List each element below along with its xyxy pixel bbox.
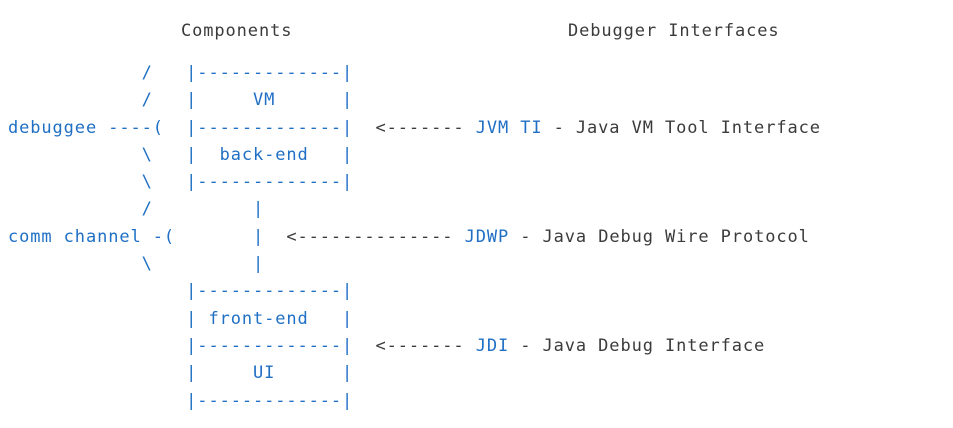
interface-expansion: - Java Debug Wire Protocol: [509, 226, 810, 247]
components-column-heading: Components: [181, 21, 293, 41]
component-column-text: [8, 281, 186, 301]
interface-abbreviation: JVM TI: [475, 117, 543, 138]
row-link-1: / |: [8, 196, 821, 223]
box-column-text: |-------------|: [186, 63, 354, 83]
component-column-text: \: [8, 144, 187, 165]
interface-arrow: <-------: [353, 335, 476, 356]
interface-expansion: - Java VM Tool Interface: [542, 117, 821, 138]
ascii-art-canvas: / |-------------| / | VM |debuggee ----(…: [8, 60, 821, 415]
row-debuggee: debuggee ----( |-------------| <------- …: [8, 115, 821, 142]
interface-abbreviation: JDI: [475, 335, 510, 356]
interface-abbreviation: JDWP: [464, 226, 510, 247]
row-comm-channel: comm channel -( | <-------------- JDWP -…: [8, 224, 821, 251]
row-box-top-vm: / |-------------|: [8, 60, 821, 87]
row-ui-label: | UI |: [8, 360, 821, 387]
interface-arrow: <-------: [353, 117, 476, 138]
interface-expansion: - Java Debug Interface: [509, 335, 766, 356]
row-frontend-label: | front-end |: [8, 306, 821, 333]
component-column-text: [8, 309, 186, 329]
box-column-text: | VM |: [186, 90, 354, 111]
box-column-text: |-------------|: [186, 281, 354, 302]
row-box-bottom-ui: |-------------|: [8, 388, 821, 415]
row-box-bottom-backend: \ |-------------|: [8, 169, 821, 196]
component-column-text: debuggee ----(: [8, 117, 187, 138]
component-column-text: [8, 363, 186, 383]
interface-arrow: <--------------: [286, 226, 465, 247]
component-column-text: [8, 391, 186, 411]
row-box-mid-ui: |-------------| <------- JDI - Java Debu…: [8, 333, 821, 360]
row-box-top-frontend: |-------------|: [8, 278, 821, 305]
box-column-text: |-------------|: [186, 172, 354, 193]
box-column-text: |: [186, 226, 287, 247]
component-column-text: [8, 336, 186, 356]
component-column-text: \: [8, 172, 187, 193]
box-column-text: |: [186, 254, 354, 275]
row-vm-label: / | VM |: [8, 87, 821, 114]
row-backend-label: \ | back-end |: [8, 142, 821, 169]
box-column-text: |-------------|: [186, 117, 354, 138]
component-column-text: /: [8, 199, 187, 220]
box-column-text: |-------------|: [186, 335, 354, 356]
box-column-text: | UI |: [186, 363, 354, 384]
row-link-2: \ |: [8, 251, 821, 278]
component-column-text: \: [8, 254, 187, 275]
box-column-text: |-------------|: [186, 390, 354, 411]
box-column-text: | back-end |: [186, 144, 354, 165]
diagram-headings: Components Debugger Interfaces: [0, 18, 953, 44]
box-column-text: |: [186, 199, 354, 220]
debugger-interfaces-column-heading: Debugger Interfaces: [568, 21, 780, 41]
component-column-text: comm channel -(: [8, 226, 187, 247]
component-column-text: /: [8, 63, 187, 83]
component-column-text: /: [8, 90, 187, 111]
box-column-text: | front-end |: [186, 308, 354, 329]
